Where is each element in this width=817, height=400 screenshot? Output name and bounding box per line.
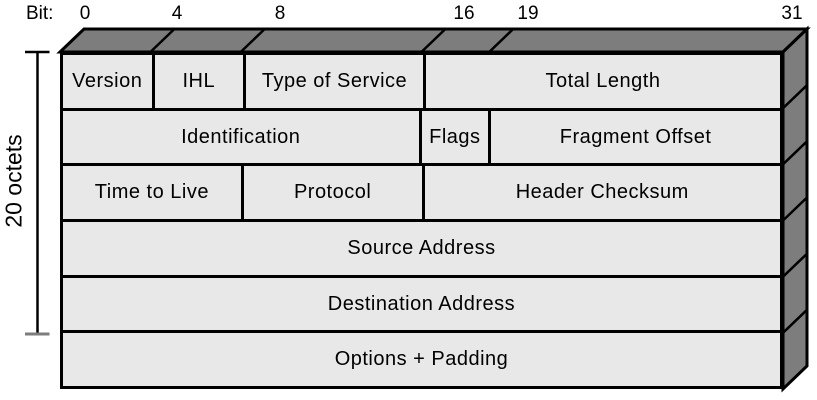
top-face-bit-divider-4 (149, 28, 176, 53)
bit-tick-16: 16 (453, 3, 475, 24)
header-row-5: Destination Address (63, 277, 780, 331)
field-version: Version (63, 55, 152, 108)
top-face-bit-divider-19 (488, 28, 515, 53)
field-destination-address: Destination Address (63, 277, 780, 331)
field-header-checksum: Header Checksum (424, 166, 780, 220)
header-fields-grid: Version IHL Type of Service Total Length… (60, 52, 783, 389)
top-face-bit-divider-16 (420, 28, 447, 53)
field-flags: Flags (421, 110, 489, 164)
top-face-bit-divider-8 (239, 28, 266, 53)
right-face-row-divider-3 (782, 196, 808, 222)
field-fragment-offset: Fragment Offset (491, 110, 780, 164)
bit-axis-label: Bit: (26, 3, 54, 24)
field-options-padding: Options + Padding (63, 333, 780, 387)
bit-tick-19: 19 (517, 3, 539, 24)
field-source-address: Source Address (63, 222, 780, 275)
field-ihl: IHL (154, 55, 243, 108)
right-face-row-divider-1 (782, 84, 808, 110)
field-type-of-service: Type of Service (246, 55, 423, 108)
header-row-1: Version IHL Type of Service Total Length (63, 55, 780, 108)
bit-tick-0: 0 (79, 3, 91, 24)
field-identification: Identification (63, 110, 419, 164)
header-row-3: Time to Live Protocol Header Checksum (63, 166, 780, 220)
bit-tick-4: 4 (171, 3, 183, 24)
field-total-length: Total Length (426, 55, 780, 108)
field-time-to-live: Time to Live (63, 166, 241, 220)
bit-tick-31: 31 (781, 3, 803, 24)
octets-label: 20 octets (0, 134, 27, 228)
right-face-row-divider-5 (782, 308, 808, 334)
header-row-4: Source Address (63, 222, 780, 275)
right-face-row-divider-4 (782, 252, 808, 278)
field-protocol: Protocol (243, 166, 422, 220)
header-row-6: Options + Padding (63, 333, 780, 387)
bit-tick-8: 8 (274, 3, 286, 24)
right-face-row-divider-2 (782, 140, 808, 166)
header-row-2: Identification Flags Fragment Offset (63, 110, 780, 164)
octets-bracket (25, 50, 50, 336)
